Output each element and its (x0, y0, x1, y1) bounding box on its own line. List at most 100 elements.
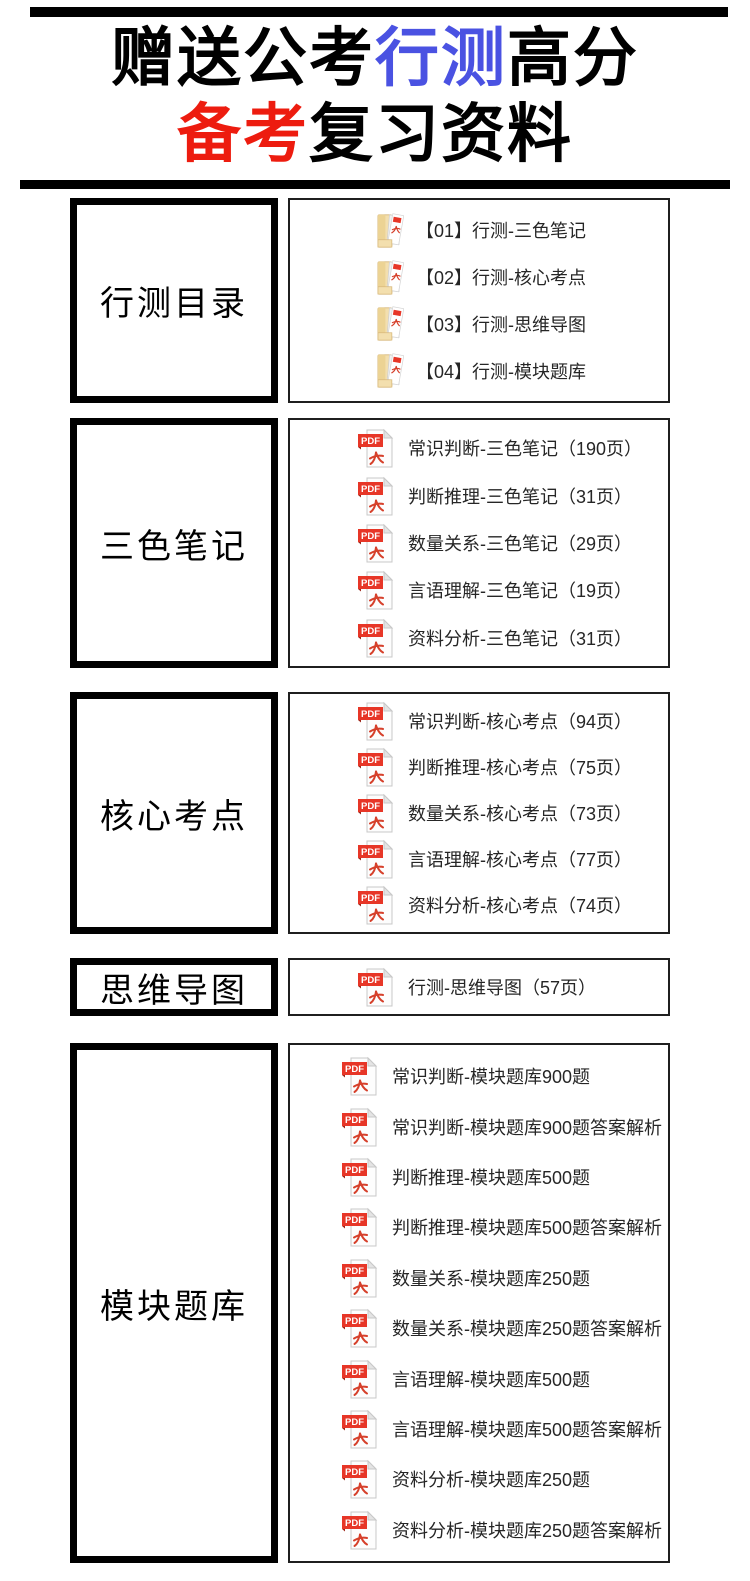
svg-text:PDF: PDF (361, 801, 380, 812)
file-name: 资料分析-模块题库250题答案解析 (392, 1520, 663, 1541)
pdf-file-icon: PDF (356, 966, 396, 1008)
file-list-item: PDF 判断推理-三色笔记（31页） (290, 475, 668, 517)
pdf-file-icon: PDF (356, 617, 396, 659)
pdf-folder-icon (376, 259, 404, 296)
file-name: 判断推理-三色笔记（31页） (408, 486, 633, 507)
title-segment: 行测 (375, 22, 507, 94)
file-name: 【02】行测-核心考点 (416, 268, 587, 289)
file-name: 言语理解-三色笔记（19页） (408, 581, 633, 602)
section-label: 行测目录 (100, 286, 248, 323)
section-xingce-catalog: 行测目录 【01】行测-三色笔记 【02】行测-核心考点 (70, 198, 670, 403)
file-list-item: 【04】行测-模块题库 (290, 352, 668, 389)
section-module-question-bank: 模块题库 PDF 常识判断-模块题库900题 PDF 常识判断-模块题库900题… (70, 1043, 670, 1563)
pdf-file-icon: PDF (340, 1257, 380, 1299)
file-name: 常识判断-模块题库900题答案解析 (392, 1117, 663, 1138)
file-list-item: PDF 判断推理-模块题库500题答案解析 (290, 1206, 668, 1248)
section-label-box: 三色笔记 (70, 418, 278, 668)
svg-text:PDF: PDF (345, 1115, 364, 1126)
file-name: 数量关系-模块题库250题 (392, 1268, 591, 1289)
section-label-box: 思维导图 (70, 958, 278, 1016)
pdf-file-icon: PDF (356, 746, 396, 788)
pdf-file-icon: PDF (356, 427, 396, 469)
file-name: 言语理解-核心考点（77页） (408, 850, 633, 870)
svg-text:PDF: PDF (345, 1518, 364, 1529)
file-list-item: 【03】行测-思维导图 (290, 305, 668, 342)
top-divider-bar (30, 7, 728, 17)
pdf-folder-icon (376, 352, 404, 389)
file-list-item: PDF 资料分析-核心考点（74页） (290, 884, 668, 926)
file-name: 【03】行测-思维导图 (416, 314, 587, 335)
pdf-file-icon: PDF (340, 1408, 380, 1450)
section-core-points: 核心考点 PDF 常识判断-核心考点（94页） PDF 判断推理-核心考点（75… (70, 692, 670, 934)
pdf-folder-icon (376, 305, 404, 342)
file-name: 数量关系-模块题库250题答案解析 (392, 1319, 663, 1340)
svg-text:PDF: PDF (361, 847, 380, 858)
pdf-file-icon: PDF (356, 475, 396, 517)
svg-text:PDF: PDF (361, 893, 380, 904)
section-mind-map: 思维导图 PDF 行测-思维导图（57页） (70, 958, 670, 1016)
pdf-file-icon: PDF (340, 1156, 380, 1198)
section-label-box: 模块题库 (70, 1043, 278, 1563)
file-name: 数量关系-核心考点（73页） (408, 804, 633, 824)
svg-text:PDF: PDF (361, 578, 380, 589)
file-list-item: PDF 言语理解-核心考点（77页） (290, 838, 668, 880)
file-name: 言语理解-模块题库500题 (392, 1369, 591, 1390)
file-list-item: PDF 资料分析-三色笔记（31页） (290, 617, 668, 659)
pdf-file-icon: PDF (340, 1206, 380, 1248)
section-label: 思维导图 (100, 972, 248, 1010)
file-list-item: PDF 数量关系-模块题库250题 (290, 1257, 668, 1299)
file-name: 常识判断-模块题库900题 (392, 1067, 591, 1088)
svg-text:PDF: PDF (345, 1316, 364, 1327)
svg-text:PDF: PDF (345, 1467, 364, 1478)
svg-text:PDF: PDF (345, 1215, 364, 1226)
title-line: 备考复习资料 (0, 96, 750, 172)
pdf-file-icon: PDF (356, 792, 396, 834)
file-name: 【04】行测-模块题库 (416, 361, 587, 382)
svg-text:PDF: PDF (361, 626, 380, 637)
title-segment: 复习资料 (309, 98, 573, 170)
file-list-item: PDF 数量关系-三色笔记（29页） (290, 522, 668, 564)
svg-text:PDF: PDF (345, 1266, 364, 1277)
title-line: 赠送公考行测高分 (0, 20, 750, 96)
file-list-item: PDF 常识判断-三色笔记（190页） (290, 427, 668, 469)
title-segment: 赠送公考 (111, 22, 375, 94)
svg-text:PDF: PDF (345, 1417, 364, 1428)
pdf-file-icon: PDF (340, 1358, 380, 1400)
page-title: 赠送公考行测高分备考复习资料 (0, 20, 750, 172)
svg-text:PDF: PDF (345, 1064, 364, 1075)
svg-text:PDF: PDF (361, 484, 380, 495)
file-name: 资料分析-核心考点（74页） (408, 896, 633, 916)
file-list-item: PDF 数量关系-核心考点（73页） (290, 792, 668, 834)
file-list-item: PDF 言语理解-三色笔记（19页） (290, 569, 668, 611)
file-list-item: PDF 言语理解-模块题库500题答案解析 (290, 1408, 668, 1450)
file-name: 常识判断-三色笔记（190页） (408, 439, 643, 460)
title-segment: 备考 (177, 98, 309, 170)
title-divider-bar (20, 180, 730, 189)
pdf-file-icon: PDF (340, 1307, 380, 1349)
file-list-item: PDF 常识判断-模块题库900题 (290, 1055, 668, 1097)
file-name: 言语理解-模块题库500题答案解析 (392, 1419, 663, 1440)
pdf-folder-icon (376, 212, 404, 249)
section-label-box: 行测目录 (70, 198, 278, 403)
file-list-item: PDF 数量关系-模块题库250题答案解析 (290, 1307, 668, 1349)
file-name: 数量关系-三色笔记（29页） (408, 533, 633, 554)
pdf-file-icon: PDF (356, 522, 396, 564)
file-list-item: PDF 常识判断-模块题库900题答案解析 (290, 1106, 668, 1148)
section-panel: PDF 常识判断-核心考点（94页） PDF 判断推理-核心考点（75页） PD… (288, 692, 670, 934)
pdf-file-icon: PDF (356, 838, 396, 880)
file-name: 行测-思维导图（57页） (408, 978, 597, 998)
file-list-item: PDF 资料分析-模块题库250题答案解析 (290, 1509, 668, 1551)
file-list-item: 【02】行测-核心考点 (290, 259, 668, 296)
section-label: 核心考点 (100, 798, 248, 836)
file-name: 资料分析-三色笔记（31页） (408, 628, 633, 649)
file-name: 资料分析-模块题库250题 (392, 1470, 591, 1491)
file-list-item: 【01】行测-三色笔记 (290, 212, 668, 249)
file-list-item: PDF 判断推理-模块题库500题 (290, 1156, 668, 1198)
section-three-color-notes: 三色笔记 PDF 常识判断-三色笔记（190页） PDF 判断推理-三色笔记（3… (70, 418, 670, 668)
svg-text:PDF: PDF (361, 709, 380, 720)
section-panel: PDF 常识判断-三色笔记（190页） PDF 判断推理-三色笔记（31页） P… (288, 418, 670, 668)
section-panel: PDF 行测-思维导图（57页） (288, 958, 670, 1016)
section-panel: PDF 常识判断-模块题库900题 PDF 常识判断-模块题库900题答案解析 … (288, 1043, 670, 1563)
